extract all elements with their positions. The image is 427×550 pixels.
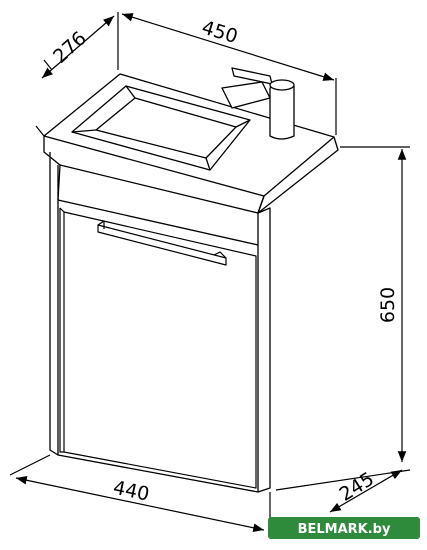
- faucet-spout: [221, 81, 271, 109]
- dim-line-depth-top: [41, 15, 115, 79]
- basin-bowl-inner: [95, 97, 237, 159]
- dim-line-width-bottom: [15, 475, 265, 533]
- dim-label-width-top: 450: [199, 16, 240, 48]
- dim-label-height: 650: [377, 287, 399, 323]
- door-handle-end-right: [213, 251, 227, 259]
- door-edge: [59, 207, 65, 453]
- watermark: BELMARK.by: [268, 517, 420, 539]
- cabinet-front: [57, 165, 259, 493]
- cabinet-left-side: [49, 152, 59, 456]
- extension-lines: [9, 12, 411, 535]
- faucet-body: [269, 82, 295, 140]
- watermark-text: BELMARK.by: [298, 522, 391, 537]
- faucet-cap: [269, 79, 295, 91]
- door-panel: [63, 211, 257, 489]
- door-handle-end-left: [97, 220, 105, 229]
- dim-label-depth-bottom: 245: [336, 468, 378, 506]
- faucet: [221, 67, 295, 140]
- washbasin: [43, 73, 339, 214]
- basin-bowl-slope: [71, 85, 251, 171]
- door-handle: [97, 224, 227, 266]
- basin-lower-lip: [57, 164, 61, 201]
- cabinet-right-side: [257, 207, 271, 493]
- basin-front-edge: [43, 136, 265, 214]
- faucet-lever: [231, 67, 273, 85]
- dim-line-depth-bottom: [329, 469, 403, 513]
- top-rail: [57, 199, 259, 246]
- dim-label-depth-top: 276: [49, 27, 91, 68]
- watermark-background: [268, 517, 420, 539]
- cabinet-body: [49, 152, 271, 493]
- dim-line-width-top: [121, 13, 335, 81]
- basin-right-edge: [257, 136, 339, 214]
- cabinet-door: [59, 207, 257, 489]
- dim-label-width-bottom: 440: [111, 477, 151, 506]
- dimension-lines: [9, 12, 411, 535]
